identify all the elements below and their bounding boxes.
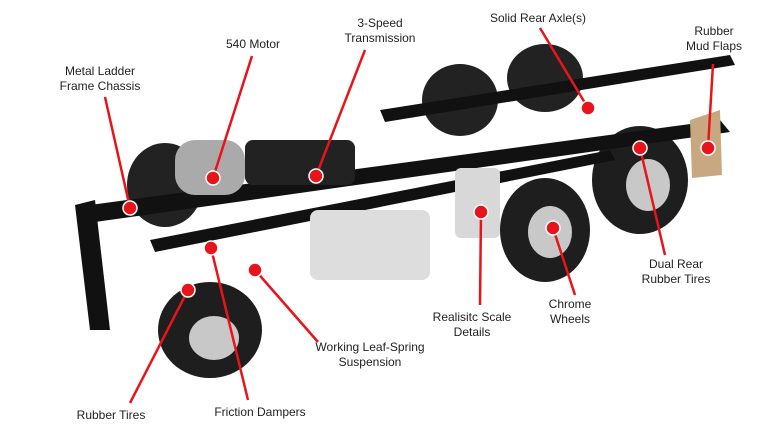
fuel-tank — [310, 210, 430, 280]
battery-box — [455, 168, 500, 238]
label-motor: 540 Motor — [225, 37, 281, 51]
motor — [175, 140, 245, 195]
callout-dots — [122, 100, 716, 298]
label-rear-axle: Solid Rear Axle(s) — [489, 11, 587, 25]
label-rubber-tires: Rubber Tires — [76, 408, 146, 422]
label-dampers: Friction Dampers — [214, 405, 306, 419]
transmission — [245, 140, 355, 185]
callout-lines — [103, 27, 715, 404]
